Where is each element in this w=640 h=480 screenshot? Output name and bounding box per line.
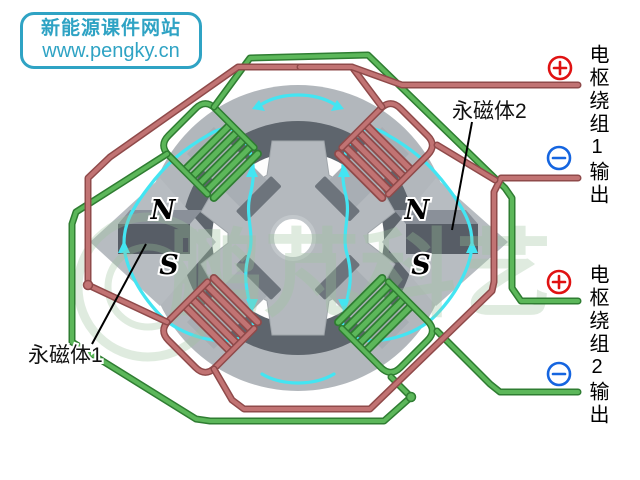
winding1-minus-terminal	[546, 145, 572, 171]
plus-icon	[552, 60, 568, 76]
magnet1-leader-line	[91, 243, 147, 345]
winding2-output-label: 电枢绕组2输出	[586, 264, 608, 427]
winding2-plus-terminal	[546, 269, 572, 295]
rotor-shaft-hole	[270, 215, 316, 261]
permanent-magnet-2	[394, 210, 478, 254]
site-logo-title: 新能源课件网站	[40, 18, 181, 39]
flux-lines	[118, 93, 478, 385]
coil-winding2-top-left	[160, 100, 262, 202]
winding2-wires	[68, 51, 582, 425]
winding2-minus-terminal	[546, 361, 572, 387]
magnet1-n-label: N	[150, 195, 177, 226]
permanent-magnet-1	[118, 210, 202, 254]
winding1-output-label: 电枢绕组1输出	[586, 44, 608, 207]
magnet2-s-label: S	[411, 250, 431, 281]
coil-winding1-top-right	[334, 100, 436, 202]
green-wire-joint	[405, 391, 417, 403]
magnet2-n-label: N	[404, 195, 431, 226]
magnet1-label: 永磁体1	[28, 344, 103, 367]
magnet2-label: 永磁体2	[452, 100, 527, 123]
plus-icon	[551, 274, 567, 290]
magnet2-leader-line	[451, 121, 473, 231]
magnet1-s-label: S	[159, 250, 179, 281]
site-logo: 新能源课件网站 www.pengky.cn	[20, 12, 202, 69]
coil-winding1-bottom-left	[160, 274, 262, 376]
red-wire-joint	[82, 279, 94, 291]
site-logo-url: www.pengky.cn	[42, 39, 180, 62]
winding1-plus-terminal	[547, 55, 573, 81]
winding1-wires	[82, 63, 582, 413]
coil-winding2-bottom-right	[334, 274, 436, 376]
